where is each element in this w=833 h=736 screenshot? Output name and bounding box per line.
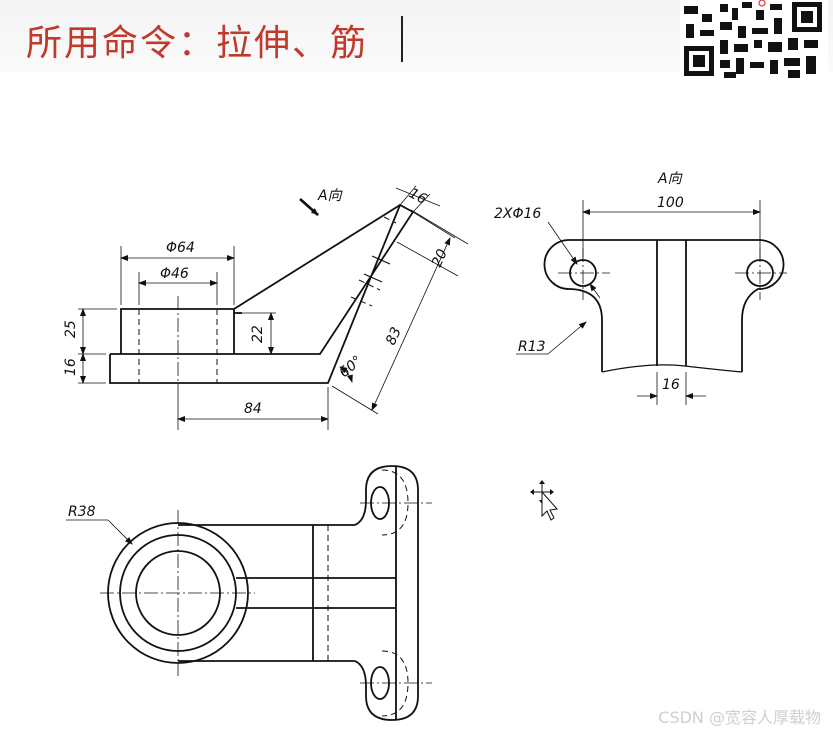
dim-83: 83	[383, 325, 405, 348]
view-arrow-label: A向	[317, 188, 344, 204]
text-caret	[401, 16, 403, 62]
dim-84: 84	[244, 401, 262, 417]
dim-20: 20	[429, 247, 451, 270]
slide-title: 所用命令：拉伸、筋	[26, 23, 369, 64]
aux-view-title: A向	[657, 171, 684, 187]
dim-angle-60: 60°	[336, 353, 365, 381]
dim-100: 100	[657, 195, 684, 211]
dim-rib-16: 16	[406, 185, 429, 208]
dim-aux-16: 16	[662, 377, 680, 393]
dim-25: 25	[63, 320, 79, 338]
dim-r38: R38	[68, 504, 96, 520]
dim-dia-46: Φ46	[160, 266, 189, 282]
front-view	[109, 203, 415, 384]
dim-dia-64: Φ64	[166, 240, 195, 256]
dim-16: 16	[63, 358, 79, 376]
move-cursor-icon	[530, 480, 558, 521]
dim-22: 22	[250, 325, 266, 343]
dim-r13: R13	[518, 339, 546, 355]
qr-code-icon	[680, 0, 828, 82]
watermark: CSDN @宽容人厚载物	[658, 708, 821, 727]
dim-holes: 2XΦ16	[494, 206, 541, 222]
aux-view	[543, 239, 785, 373]
